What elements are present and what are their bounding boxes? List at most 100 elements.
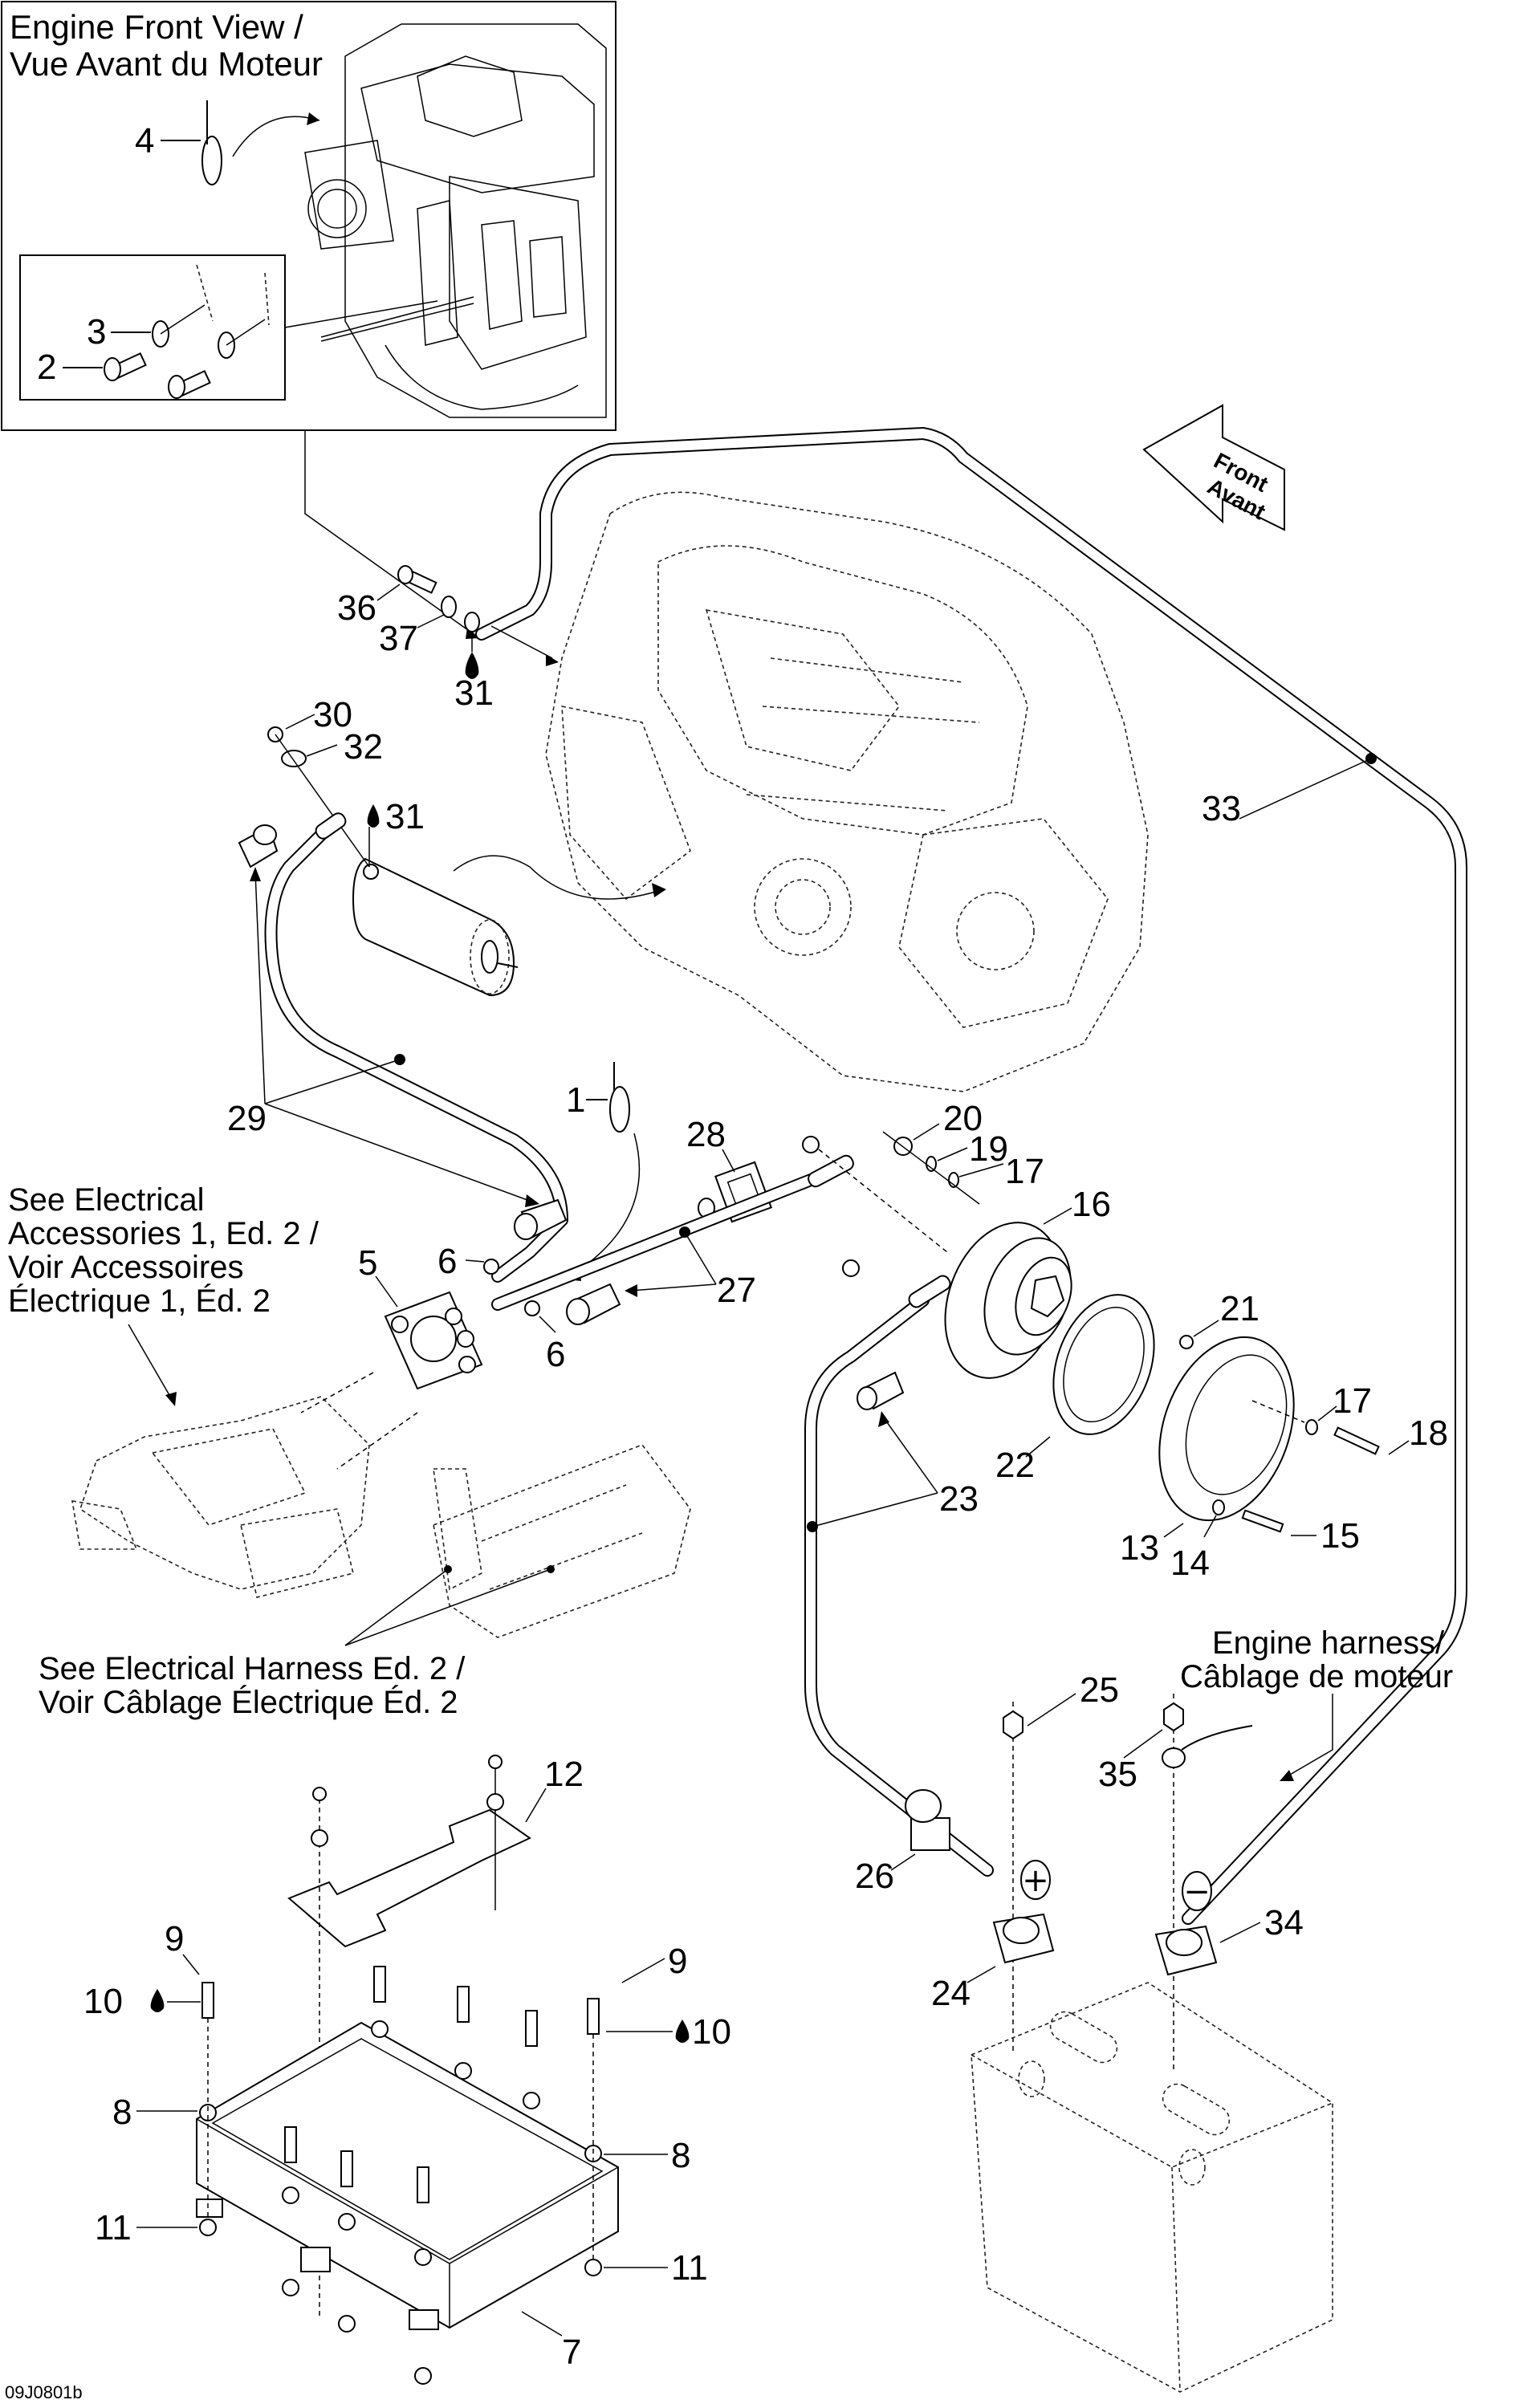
- leader-17-right: [1317, 1405, 1337, 1422]
- callout-4: 4: [135, 121, 154, 161]
- drawing-code: 09J0801b: [5, 2382, 83, 2402]
- leader-30: [285, 714, 315, 730]
- positive-symbol: +: [1022, 1862, 1049, 1899]
- callout-27: 27: [717, 1271, 756, 1310]
- positive-symbol-badge: [1020, 1860, 1051, 1900]
- callout-10-right: 10: [692, 2012, 731, 2052]
- leader-34: [1219, 1922, 1261, 1943]
- liquid-drop-icon: [367, 804, 380, 828]
- cable-27: [491, 1154, 854, 1311]
- screw-18: [1333, 1426, 1380, 1455]
- leader-25: [1027, 1693, 1076, 1727]
- leader-5: [375, 1275, 398, 1308]
- starter-motor: [352, 855, 666, 997]
- callout-20: 20: [943, 1099, 983, 1138]
- starter-stud-axis: [275, 734, 370, 868]
- callout-10-left: 10: [83, 1982, 123, 2021]
- terminal-boot-27: [566, 1283, 621, 1325]
- engine-ghost-outline: [545, 491, 1149, 1092]
- leader-17-top: [958, 1163, 1004, 1178]
- washer-12-left: [311, 1829, 328, 1847]
- nut-12-right: [488, 1755, 503, 1769]
- callout-15: 15: [1320, 1516, 1360, 1556]
- callout-16: 16: [1072, 1185, 1111, 1224]
- leader-24: [966, 1966, 996, 1983]
- callout-1: 1: [566, 1080, 585, 1120]
- note-accessories-line1: See Electrical: [8, 1182, 205, 1218]
- inset-title-line1: Engine Front View /: [10, 8, 303, 46]
- leader-19: [937, 1147, 968, 1161]
- callout-7: 7: [562, 2333, 581, 2372]
- leader-9-right: [621, 1958, 665, 1983]
- note-harness-line1: See Electrical Harness Ed. 2 /: [39, 1651, 466, 1686]
- front-direction-arrow: Front Avant: [1142, 404, 1285, 531]
- bolt-washer-detail: [104, 264, 438, 399]
- callout-8-left: 8: [112, 2093, 132, 2132]
- nut-6-lower: [524, 1300, 540, 1316]
- callout-26: 26: [855, 1857, 894, 1896]
- leader-33: [1239, 758, 1372, 820]
- callout-6-upper: 6: [437, 1242, 457, 1281]
- callout-17-right: 17: [1333, 1381, 1372, 1421]
- engine-front-view-inset: Engine Front View / Vue Avant du Moteur: [1, 1, 617, 431]
- starter-solenoid-5: [384, 1291, 483, 1390]
- callout-14: 14: [1170, 1544, 1210, 1583]
- callout-31-mid: 31: [385, 797, 425, 836]
- leader-27b: [629, 1283, 717, 1291]
- leader-6-lower: [539, 1316, 556, 1333]
- screw-15: [1241, 1509, 1284, 1533]
- callout-25: 25: [1080, 1670, 1119, 1710]
- callout-29: 29: [227, 1099, 267, 1138]
- callout-9-left: 9: [165, 1919, 184, 1959]
- note-accessories-line3: Voir Accessoires: [8, 1250, 243, 1285]
- leader-37: [417, 614, 445, 628]
- axis-16-b: [882, 1131, 980, 1205]
- inset-title-line2: Vue Avant du Moteur: [10, 45, 323, 83]
- leader-28: [722, 1149, 735, 1173]
- liquid-drop-icon: [465, 652, 479, 679]
- callout-21: 21: [1220, 1289, 1259, 1328]
- washer-12-right: [486, 1793, 504, 1811]
- callout-6-lower: 6: [546, 1335, 565, 1374]
- callout-19: 19: [969, 1129, 1008, 1169]
- terminal-boot-26: [905, 1789, 950, 1851]
- negative-symbol-badge: [1182, 1871, 1212, 1911]
- leader-27a: [684, 1231, 717, 1285]
- washer-37: [441, 596, 457, 618]
- callout-8-right: 8: [671, 2136, 690, 2175]
- bezel-13: [1158, 1336, 1295, 1522]
- nut-12-left: [312, 1787, 327, 1801]
- note-engine-harness-line2: Câblage de moteur: [1180, 1659, 1453, 1694]
- washer-19: [926, 1156, 937, 1172]
- callout-31-top: 31: [454, 673, 494, 713]
- callout-13: 13: [1120, 1528, 1159, 1568]
- leader-35: [1123, 1729, 1163, 1759]
- sub-inset-border: [19, 254, 286, 401]
- callout-11-right: 11: [671, 2248, 708, 2288]
- note-accessories-line4: Électrique 1, Éd. 2: [8, 1283, 271, 1319]
- negative-clamp-34: [1154, 1925, 1218, 1976]
- engine-harness-eyelet: [1162, 1747, 1186, 1768]
- leader-engine-harness: [1284, 1694, 1333, 1779]
- cable-tie-part-4: [201, 100, 320, 185]
- callout-18: 18: [1409, 1413, 1448, 1453]
- washer-14: [1212, 1499, 1225, 1515]
- cable-29: [264, 812, 568, 1283]
- terminal-boot-29b: [514, 1198, 568, 1240]
- terminal-boot-29a: [238, 824, 279, 868]
- liquid-drop-icon: [150, 1989, 165, 2012]
- leader-13: [1163, 1523, 1184, 1538]
- leader-9-left: [182, 1954, 200, 1975]
- callout-22: 22: [995, 1446, 1035, 1485]
- leader-21: [1193, 1320, 1219, 1337]
- gasket-22: [1052, 1294, 1155, 1435]
- leader-23a: [812, 1492, 938, 1527]
- leader-20: [913, 1123, 940, 1141]
- nut-25: [1003, 1710, 1023, 1740]
- leader-32: [306, 744, 338, 757]
- callout-35: 35: [1098, 1755, 1137, 1794]
- note-accessories-line2: Accessories 1, Ed. 2 /: [8, 1216, 319, 1251]
- liquid-drop-icon: [675, 2020, 690, 2043]
- battery-tray-7: [196, 2021, 619, 2330]
